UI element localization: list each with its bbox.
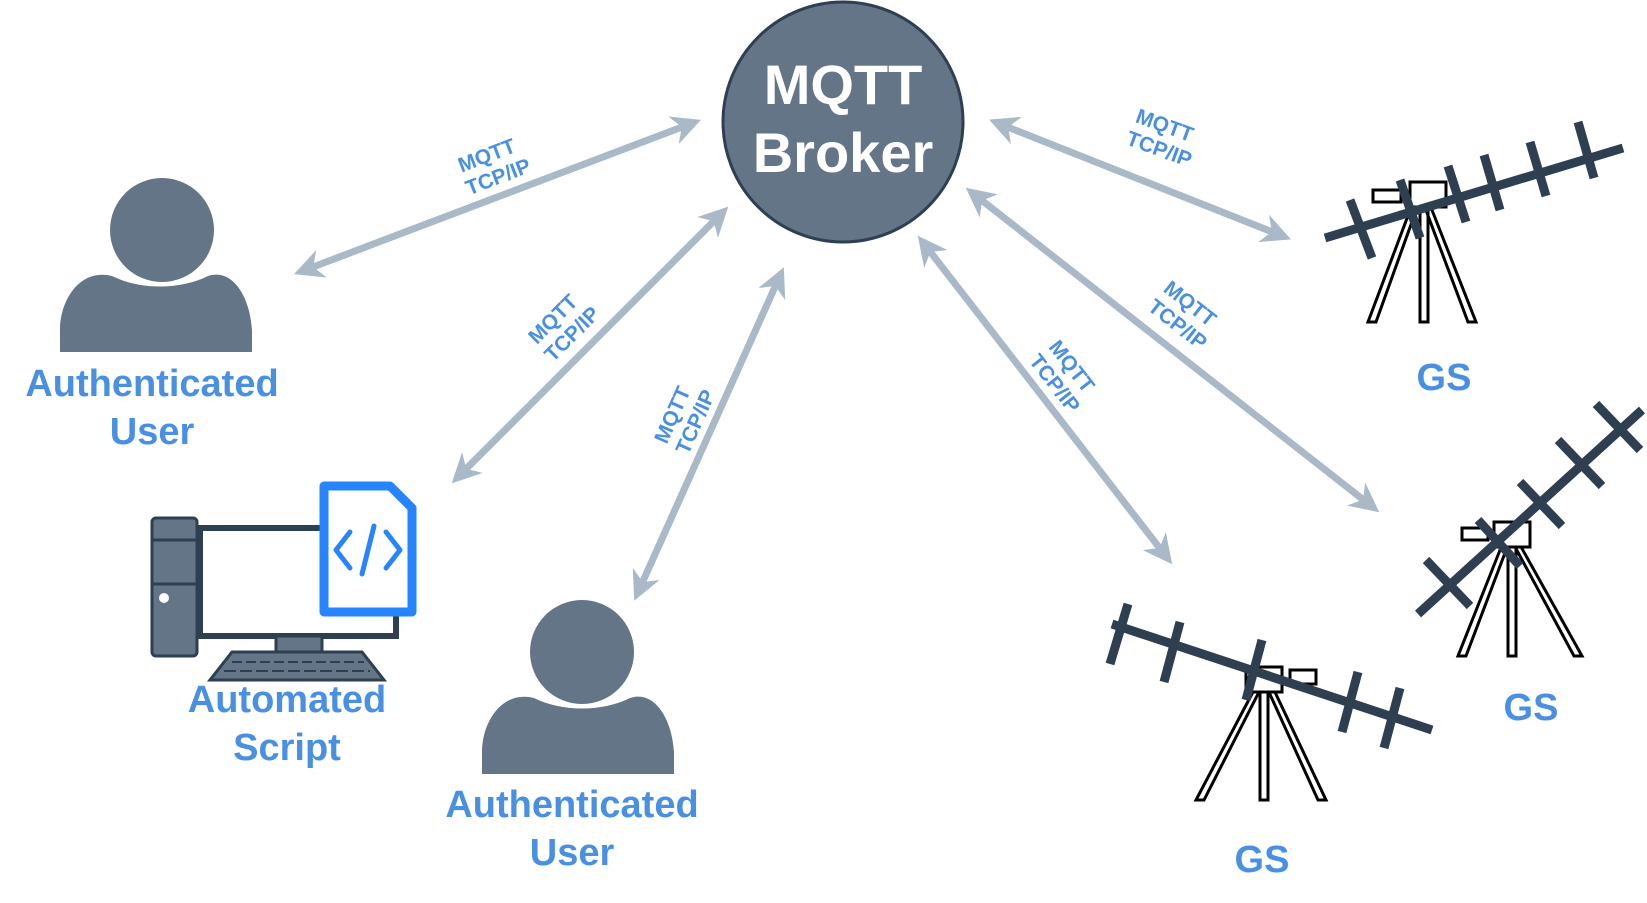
svg-text:MQTT TCP/IP: MQTT TCP/IP [1024,335,1103,417]
user-top-node: Authenticated User [25,178,279,453]
script-node: Automated Script [150,481,417,769]
script-label-line1: Automated [188,679,386,721]
svg-text:MQTT TCP/IP: MQTT TCP/IP [523,285,604,366]
gs-top-label: GS [1417,357,1472,399]
broker-title-line1: MQTT [764,53,923,116]
gs-right-label: GS [1504,687,1559,729]
antenna-icon [1414,400,1646,658]
person-icon [60,178,252,352]
edge-broker-user-bottom: MQTT TCP/IP [632,267,786,601]
edge-broker-gs-top: MQTT TCP/IP [989,105,1291,243]
antenna-icon [1105,602,1434,802]
script-label-line2: Script [233,727,341,769]
gs-bottom-label: GS [1235,839,1290,881]
broker-title-line2: Broker [753,121,934,184]
user-top-label-line2: User [110,411,195,453]
user-bottom-node: Authenticated User [445,600,699,874]
svg-text:MQTT TCP/IP: MQTT TCP/IP [650,377,720,458]
user-bottom-label-line1: Authenticated [445,784,698,826]
edge-broker-gs-bottom: MQTT TCP/IP [917,235,1173,565]
code-file-icon [319,481,417,617]
gs-right-node: GS [1414,400,1646,729]
svg-text:MQTT TCP/IP: MQTT TCP/IP [1143,276,1225,355]
person-icon [482,600,674,774]
gs-bottom-node: GS [1105,602,1434,881]
user-top-label-line1: Authenticated [25,363,278,405]
gs-top-node: GS [1323,120,1625,399]
svg-text:MQTT TCP/IP: MQTT TCP/IP [1123,105,1203,172]
edge-broker-user-top: MQTT TCP/IP [294,116,701,278]
edge-broker-gs-right: MQTT TCP/IP [965,187,1380,513]
antenna-icon [1323,120,1625,324]
user-bottom-label-line2: User [530,832,615,874]
broker-node: MQTT Broker [721,0,965,244]
